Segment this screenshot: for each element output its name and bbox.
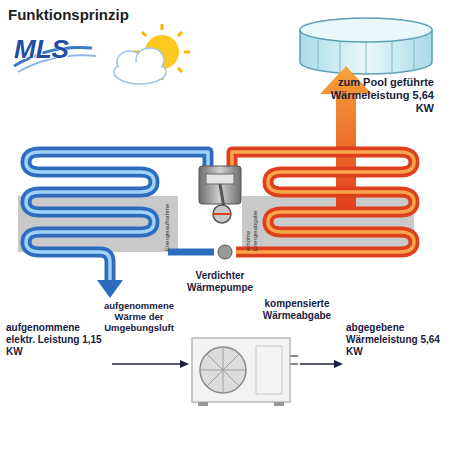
- power-output-label: abgegebene Wärmeleistung 5,64 KW: [346, 322, 444, 358]
- arrow-head: [334, 360, 343, 368]
- pool-symbol: [300, 18, 432, 74]
- band-text: Energieaufnahme: [164, 197, 171, 251]
- unit-pipes: [290, 356, 298, 364]
- compressor-label: Verdichter Wärmepumpe: [182, 270, 258, 294]
- power-input-label: aufgenommene elektr. Leistung 1,15 KW: [6, 322, 106, 358]
- return-pipe: [168, 249, 214, 256]
- pool-water: [300, 18, 432, 42]
- compressor-symbol: [199, 166, 241, 223]
- arrow-head: [180, 360, 189, 368]
- air-heat-arrow: [97, 280, 123, 298]
- coil-highlight: [232, 152, 414, 252]
- pool-heat-label: zum Pool geführte Wärmeleistung 5,64 KW: [318, 76, 434, 115]
- cloud-fill: [116, 62, 164, 82]
- expansion-valve: [218, 245, 232, 259]
- unit-fan: [200, 347, 246, 393]
- fan-grille: [200, 347, 246, 393]
- logo-text: MLS: [14, 34, 94, 64]
- pool-ribs: [318, 40, 414, 74]
- heat-output-label: kompensierte Wärmeabgabe: [250, 298, 344, 322]
- coil-highlight: [26, 152, 208, 282]
- evaporator-coil: [26, 152, 208, 282]
- diagram-title: Funktionsprinzip: [8, 6, 129, 23]
- crank-wheel: [213, 205, 231, 223]
- input-arrow: [112, 363, 180, 365]
- air-heat-label: aufgenommene Wärme der Umgebungsluft: [90, 300, 188, 333]
- unit-casing: [192, 338, 290, 402]
- unit-foot: [274, 402, 284, 406]
- cloud-symbol: [114, 48, 166, 84]
- output-arrow: [300, 363, 334, 365]
- unit-panel: [256, 346, 282, 394]
- crank-arm: [213, 213, 231, 215]
- condenser-coil: [232, 152, 414, 252]
- unit-foot: [198, 402, 208, 406]
- heat-pump-unit: [192, 338, 298, 406]
- compressor-piston: [206, 174, 234, 184]
- band-text: erhöhte Energieabgabe: [245, 197, 259, 251]
